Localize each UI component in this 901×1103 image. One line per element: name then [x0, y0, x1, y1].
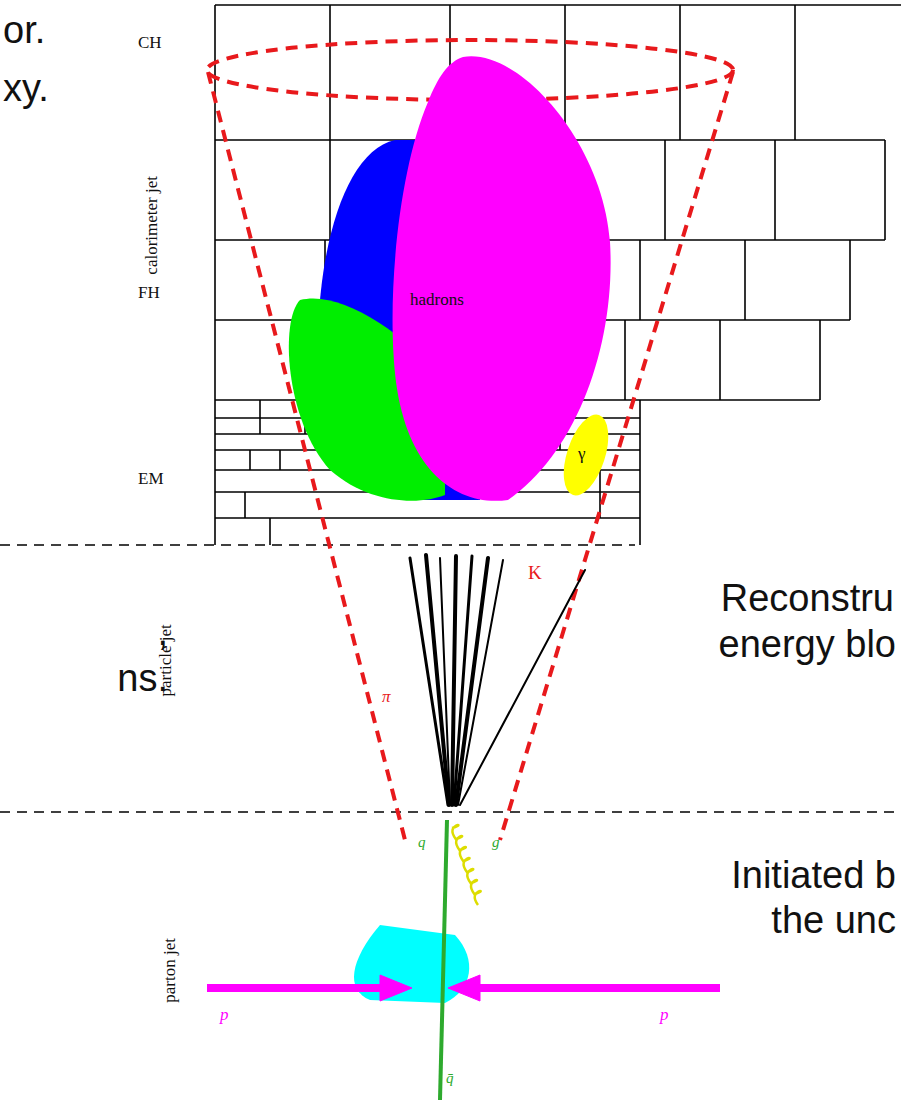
- diagram-label: π: [382, 688, 391, 707]
- quark-line: [440, 820, 447, 1100]
- divider-line: [0, 811, 901, 813]
- photon-blob-shape: [562, 410, 610, 500]
- blob-label: hadrons: [410, 290, 464, 310]
- diagram-label: g: [492, 834, 500, 851]
- divider-line: [0, 544, 635, 546]
- photon-blob: γ: [562, 410, 610, 500]
- jet-cone: [207, 40, 733, 840]
- axis-label: parton jet: [161, 938, 180, 1003]
- particle-tracks: [410, 555, 585, 805]
- diagram-label: q: [418, 834, 426, 851]
- diagram-label: K: [528, 563, 542, 584]
- proton-beam: [207, 975, 720, 1001]
- slide-text: Reconstru: [719, 578, 896, 620]
- axis-label: particle jet: [157, 624, 176, 696]
- slide-text: energy blo: [719, 624, 896, 666]
- diagram-label: p: [660, 1006, 669, 1025]
- diagram-label: q̄: [446, 1070, 454, 1087]
- diagram-label: CH: [138, 34, 162, 53]
- slide-text: or.: [3, 10, 45, 52]
- diagram-label: FH: [138, 284, 160, 303]
- gluon-coil: [452, 825, 481, 905]
- calorimeter-grid: [215, 5, 901, 545]
- diagram-label: EM: [138, 470, 164, 489]
- axis-label: calorimeter jet: [143, 176, 162, 275]
- diagram-label: p: [220, 1006, 229, 1025]
- slide-text: the unc: [771, 900, 896, 942]
- blob-label: γ: [578, 444, 586, 464]
- slide-text: xy.: [3, 68, 49, 110]
- slide-text: Initiated b: [731, 855, 896, 897]
